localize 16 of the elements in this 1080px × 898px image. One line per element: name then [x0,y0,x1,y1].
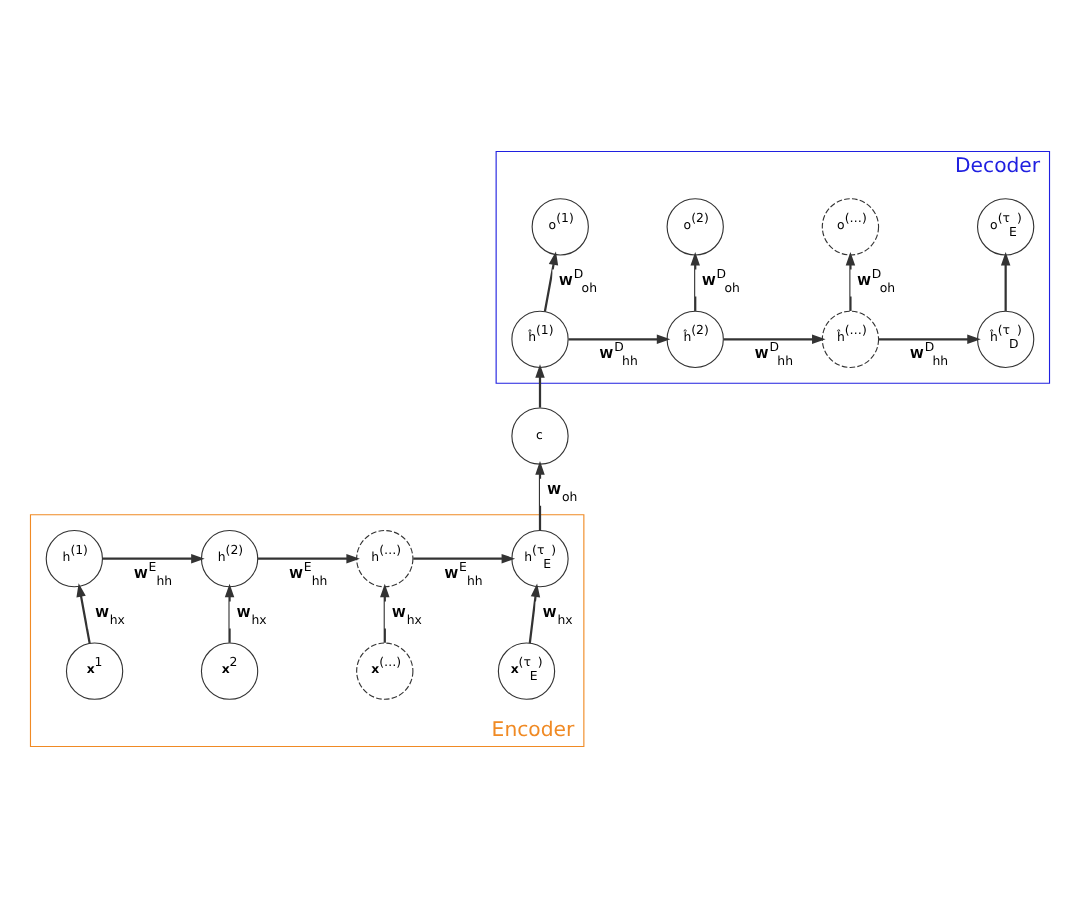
arrow [76,583,91,644]
arrow [528,583,541,644]
arrow [690,251,700,311]
arrow [102,553,205,564]
arrow [413,553,516,564]
arrow [380,583,390,643]
arrow [543,251,559,312]
arrow [1000,251,1011,311]
arrow [258,553,360,564]
arrow [845,251,856,311]
arrow [723,334,826,345]
arrow [535,364,545,408]
arrow [535,461,545,531]
arrow [878,334,981,345]
arrow [224,583,235,643]
arrow [568,334,671,345]
